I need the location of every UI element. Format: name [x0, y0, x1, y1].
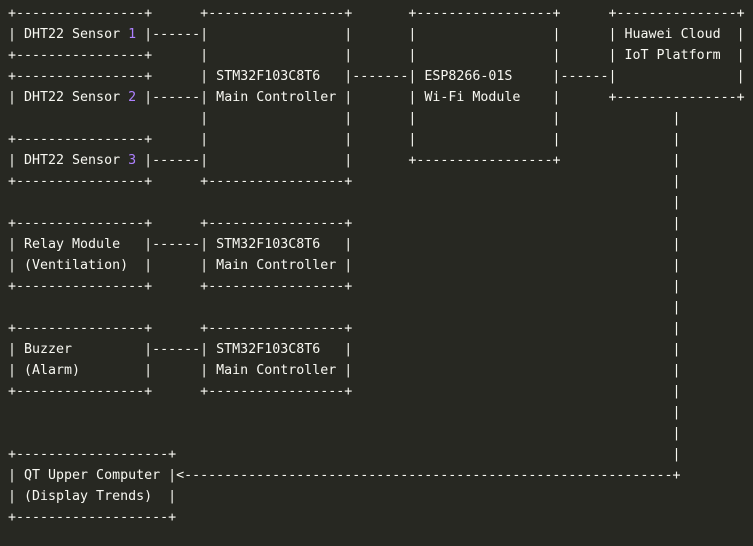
ascii-line-16: +----------------+ +-----------------+ | [8, 321, 681, 336]
ascii-line-13: | (Ventilation) | | Main Controller | | [8, 258, 681, 273]
ascii-line-7: +----------------+ | | | | | [8, 132, 681, 147]
ascii-line-1: +----------------+ +-----------------+ +… [8, 6, 745, 21]
ascii-line-8: | DHT22 Sensor 3 |------| | +-----------… [8, 153, 681, 168]
ascii-line-14: +----------------+ +-----------------+ | [8, 279, 681, 294]
ascii-line-15: | [672, 300, 681, 315]
ascii-line-11: +----------------+ +-----------------+ | [8, 216, 681, 231]
ascii-line-26 [8, 528, 753, 546]
ascii-line-24: | (Display Trends) | [8, 489, 177, 504]
ascii-line-10: | [672, 195, 681, 210]
ascii-line-20: | [672, 405, 681, 420]
number-literal: 1 [128, 27, 137, 42]
ascii-line-22: +-------------------+ | [8, 447, 681, 462]
ascii-line-17: | Buzzer |------| STM32F103C8T6 | | [8, 342, 681, 357]
ascii-line-18: | (Alarm) | | Main Controller | | [8, 363, 681, 378]
ascii-line-3: +----------------+ | | | | | IoT Platfor… [8, 48, 745, 63]
ascii-line-5: | DHT22 Sensor 2 |------| Main Controlle… [8, 90, 745, 105]
ascii-line-6: | | | | | [200, 111, 681, 126]
ascii-line-12: | Relay Module |------| STM32F103C8T6 | … [8, 237, 681, 252]
ascii-line-2: | DHT22 Sensor 1 |------| | | | | Huawei… [8, 27, 745, 42]
number-literal: 3 [128, 153, 137, 168]
ascii-line-19: +----------------+ +-----------------+ | [8, 384, 681, 399]
number-literal: 2 [128, 90, 137, 105]
ascii-line-21: | [672, 426, 681, 441]
ascii-line-23: | QT Upper Computer |<------------------… [8, 468, 681, 483]
ascii-line-9: +----------------+ +-----------------+ | [8, 174, 681, 189]
ascii-line-25: +-------------------+ [8, 510, 177, 525]
ascii-line-4: +----------------+ | STM32F103C8T6 |----… [8, 69, 745, 84]
